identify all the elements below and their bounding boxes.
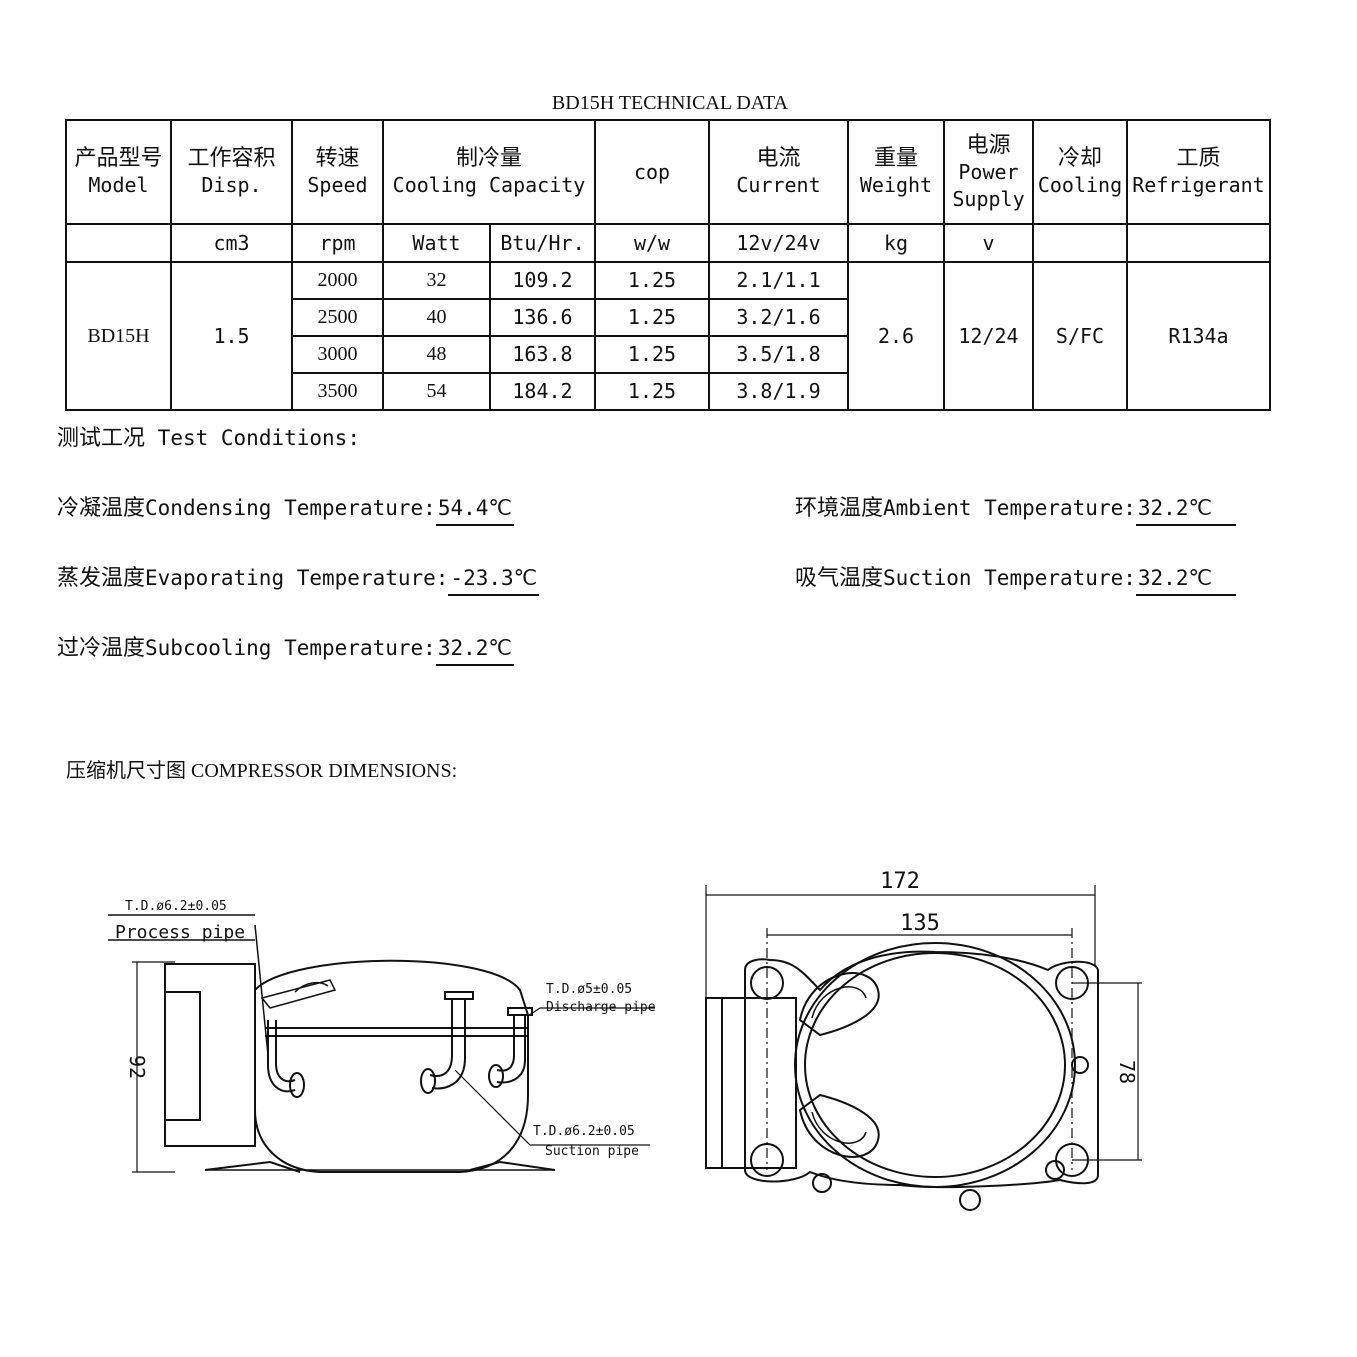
- watt-cell: 32: [382, 261, 491, 300]
- btu-cell: 184.2: [489, 372, 596, 411]
- suction-temperature: 吸气温度Suction Temperature:32.2℃: [795, 560, 1237, 596]
- current-cell: 3.5/1.8: [708, 335, 849, 374]
- discharge-pipe-label: Discharge pipe: [546, 1000, 656, 1015]
- speed-cell: 2500: [291, 298, 384, 337]
- current-cell: 3.2/1.6: [708, 298, 849, 337]
- cop-cell: 1.25: [594, 298, 710, 337]
- speed-cell: 2000: [291, 261, 384, 300]
- table-row: 3500 54 184.2 1.25 3.8/1.9: [66, 372, 1270, 411]
- watt-cell: 40: [382, 298, 491, 337]
- speed-cell: 3500: [291, 372, 384, 411]
- suction-value: 32.2℃: [1135, 566, 1237, 596]
- unit-cell: kg: [847, 223, 945, 263]
- unit-cell: Btu/Hr.: [489, 223, 596, 263]
- inner-width-dimension-label: 135: [900, 911, 940, 936]
- speed-cell: 3000: [291, 335, 384, 374]
- unit-cell: w/w: [594, 223, 710, 263]
- power-cell: 12/24: [943, 261, 1034, 411]
- test-conditions-heading: 测试工况 Test Conditions:: [57, 426, 360, 451]
- watt-cell: 54: [382, 372, 491, 411]
- table-row: BD15H 1.5 2000 32 109.2 1.25 2.1/1.1 2.6…: [65, 261, 1271, 411]
- table-row: 3000 48 163.8 1.25 3.5/1.8: [66, 335, 1270, 374]
- btu-cell: 136.6: [489, 298, 596, 337]
- cop-cell: 1.25: [594, 261, 710, 300]
- condensing-temperature: 冷凝温度Condensing Temperature:54.4℃: [57, 490, 514, 526]
- outer-width-dimension-label: 172: [880, 869, 920, 894]
- unit-cell: 12v/24v: [708, 223, 849, 263]
- unit-cell: rpm: [291, 223, 384, 263]
- condensing-value: 54.4℃: [435, 496, 514, 526]
- process-pipe-td-label: T.D.ø6.2±0.05: [125, 899, 227, 914]
- ambient-value: 32.2℃: [1135, 496, 1237, 526]
- unit-cell: cm3: [170, 223, 293, 263]
- suction-pipe-td-label: T.D.ø6.2±0.05: [533, 1124, 635, 1139]
- process-pipe-label: Process pipe: [115, 922, 245, 943]
- sheet-title: BD15H TECHNICAL DATA: [551, 92, 789, 114]
- model-cell: BD15H: [65, 261, 172, 411]
- btu-cell: 163.8: [489, 335, 596, 374]
- dimensions-title: 压缩机尺寸图 COMPRESSOR DIMENSIONS:: [66, 758, 458, 782]
- unit-cell: [1126, 223, 1271, 263]
- top-view: [705, 885, 1142, 1211]
- disp-cell: 1.5: [170, 261, 293, 411]
- subcooling-value: 32.2℃: [435, 636, 514, 666]
- evaporating-value: -23.3℃: [448, 566, 540, 596]
- mount-spacing-dimension-label: 78: [1115, 1060, 1139, 1084]
- evaporating-temperature: 蒸发温度Evaporating Temperature:-23.3℃: [57, 560, 540, 596]
- compressor-dimension-drawing: T.D.ø6.2±0.05 Process pipe T.D.ø5±0.05 D…: [108, 869, 1142, 1211]
- suction-pipe-label: Suction pipe: [545, 1144, 639, 1159]
- current-cell: 2.1/1.1: [708, 261, 849, 300]
- weight-cell: 2.6: [847, 261, 945, 411]
- unit-cell: [65, 223, 172, 263]
- table-row: 2500 40 136.6 1.25 3.2/1.6: [66, 298, 1270, 337]
- watt-cell: 48: [382, 335, 491, 374]
- unit-cell: v: [943, 223, 1034, 263]
- btu-cell: 109.2: [489, 261, 596, 300]
- subcooling-temperature: 过冷温度Subcooling Temperature:32.2℃: [57, 630, 514, 666]
- cop-cell: 1.25: [594, 335, 710, 374]
- ambient-temperature: 环境温度Ambient Temperature:32.2℃: [795, 490, 1237, 526]
- unit-cell: Watt: [382, 223, 491, 263]
- cop-cell: 1.25: [594, 372, 710, 411]
- refrigerant-cell: R134a: [1126, 261, 1271, 411]
- height-dimension-label: 92: [125, 1055, 149, 1079]
- discharge-pipe-td-label: T.D.ø5±0.05: [546, 982, 632, 997]
- units-row: cm3 rpm Watt Btu/Hr. w/w 12v/24v kg v: [65, 223, 1271, 263]
- header-cop: cop: [594, 119, 710, 225]
- unit-cell: [1032, 223, 1128, 263]
- current-cell: 3.8/1.9: [708, 372, 849, 411]
- side-view: [108, 914, 655, 1173]
- cooling-cell: S/FC: [1032, 261, 1128, 411]
